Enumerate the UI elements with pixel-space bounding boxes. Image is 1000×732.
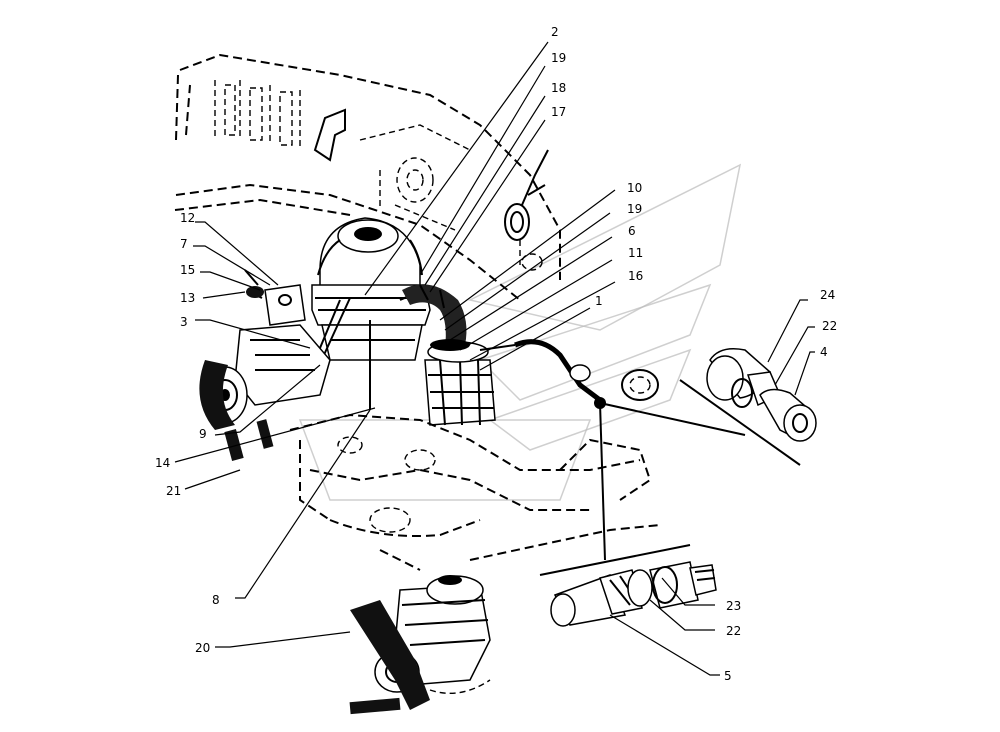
callout-6: 6: [628, 224, 636, 238]
callout-19-lower: 19: [627, 202, 642, 216]
callout-13: 13: [180, 291, 195, 305]
callout-1: 1: [595, 294, 603, 308]
callout-labels: 2 19 18 17 10 19 6 11 16 1 12 7 15 13 3 …: [155, 25, 837, 683]
callout-3: 3: [180, 315, 188, 329]
callout-19: 19: [551, 51, 566, 65]
fitting-assembly-upper: [679, 348, 817, 466]
callout-24: 24: [820, 288, 835, 302]
callout-14: 14: [155, 456, 170, 470]
callout-15: 15: [180, 263, 195, 277]
callout-21: 21: [166, 484, 181, 498]
callout-20: 20: [195, 641, 210, 655]
callout-4: 4: [820, 345, 828, 359]
compressor: [424, 339, 496, 426]
callout-16: 16: [628, 269, 643, 283]
hose-clip-part: [504, 149, 549, 265]
callout-10: 10: [627, 181, 642, 195]
callout-22-upper: 22: [822, 319, 837, 333]
callout-9: 9: [199, 427, 207, 441]
leader-lines: [174, 41, 815, 676]
lower-pump: [349, 575, 491, 715]
callout-5: 5: [724, 669, 732, 683]
frame-outline: [174, 53, 561, 301]
discharge-pipe: [479, 339, 746, 561]
callout-22-lower: 22: [726, 624, 741, 638]
callout-23: 23: [726, 599, 741, 613]
callout-11: 11: [628, 246, 643, 260]
callout-2: 2: [551, 25, 559, 39]
engine-block: [199, 269, 331, 462]
air-cleaner-housing: [311, 217, 431, 410]
callout-7: 7: [180, 237, 188, 251]
callout-17: 17: [551, 105, 566, 119]
callout-12: 12: [180, 211, 195, 225]
fitting-assembly-lower: [539, 544, 717, 627]
callout-8: 8: [212, 593, 220, 607]
callout-18: 18: [551, 81, 566, 95]
